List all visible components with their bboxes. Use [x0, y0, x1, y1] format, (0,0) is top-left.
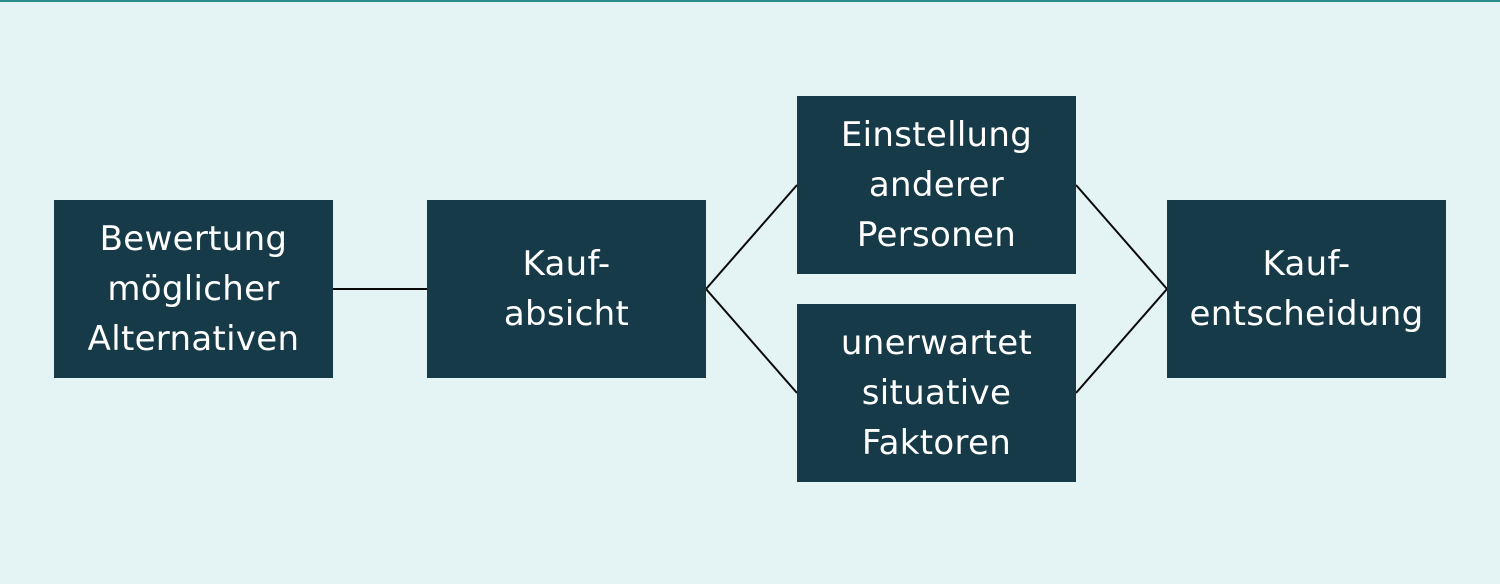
node-situational-factors: unerwartet situative Faktoren: [797, 304, 1076, 482]
node-others-attitude-line-1: Einstellung: [840, 115, 1033, 155]
node-evaluation-line-3: Alternativen: [87, 319, 300, 359]
node-others-attitude-line-2: anderer: [868, 165, 1005, 205]
node-evaluation-line-1: Bewertung: [99, 219, 288, 259]
node-situational-factors-line-3: Faktoren: [861, 423, 1012, 463]
node-situational-factors-line-2: situative: [861, 373, 1012, 413]
node-others-attitude: Einstellung anderer Personen: [797, 96, 1076, 274]
node-decision-line-2: entscheidung: [1189, 294, 1424, 334]
top-rule: [0, 0, 1500, 2]
connector-intent-factors: [705, 288, 798, 394]
node-others-attitude-line-3: Personen: [856, 215, 1017, 255]
connector-others-decision: [1075, 184, 1168, 290]
connector-factors-decision: [1075, 288, 1168, 394]
node-evaluation-line-2: möglicher: [107, 269, 280, 309]
connector-intent-others: [705, 184, 798, 290]
node-evaluation: Bewertung möglicher Alternativen: [54, 200, 333, 378]
node-decision-line-1: Kauf-: [1262, 244, 1351, 284]
node-intent-line-2: absicht: [503, 294, 630, 334]
node-intent: Kauf- absicht: [427, 200, 706, 378]
node-decision: Kauf- entscheidung: [1167, 200, 1446, 378]
node-situational-factors-line-1: unerwartet: [840, 323, 1033, 363]
node-intent-line-1: Kauf-: [522, 244, 611, 284]
